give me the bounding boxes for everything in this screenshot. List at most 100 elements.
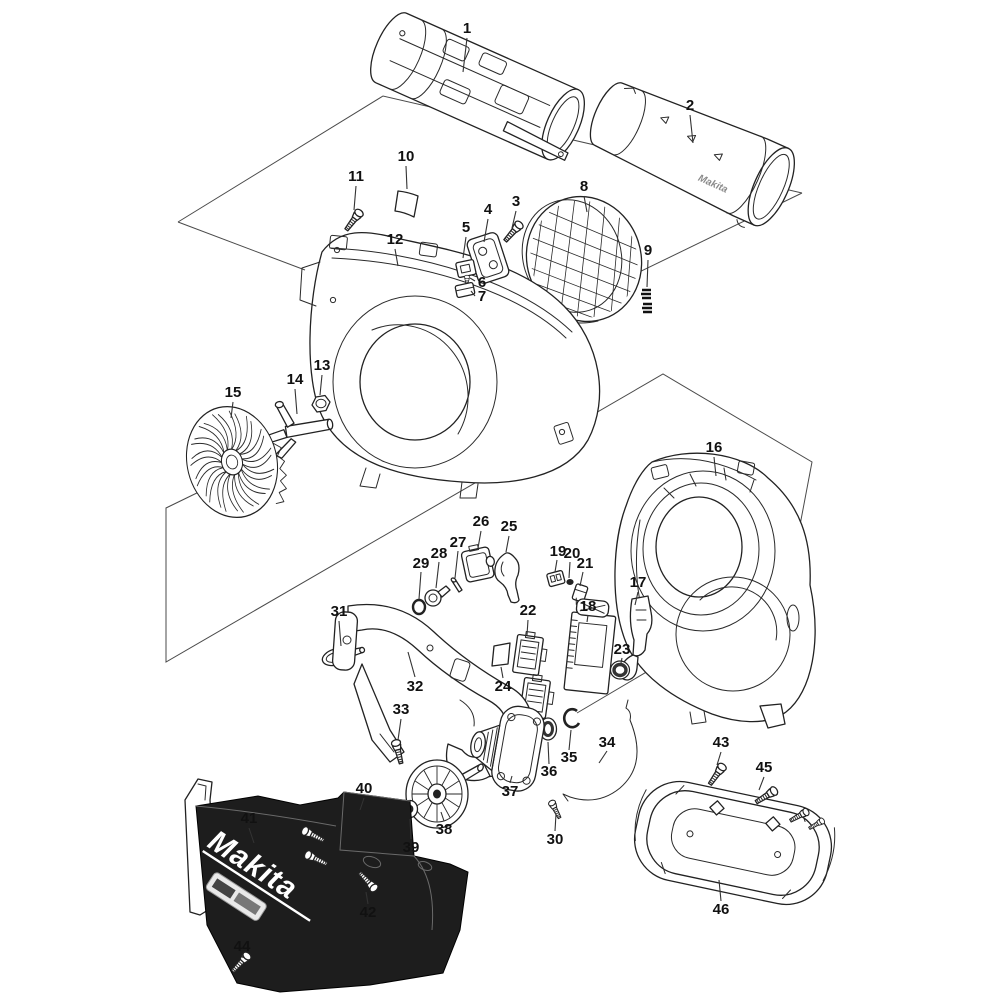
part-20-label: 20	[564, 545, 581, 562]
leader-26	[477, 530, 482, 549]
part-6-label: 6	[478, 274, 486, 291]
part-23-label: 23	[614, 641, 631, 658]
part-14-label: 14	[287, 371, 304, 388]
part-17-label: 17	[630, 574, 647, 591]
leader-9	[646, 259, 649, 288]
leader-24	[500, 666, 504, 679]
leader-19	[554, 559, 558, 573]
leader-40	[359, 797, 365, 811]
leader-5	[462, 236, 467, 259]
part-10-label: 10	[398, 148, 415, 165]
part-25-label: 25	[501, 518, 518, 535]
leader-30	[554, 813, 557, 832]
part-37-label: 37	[502, 783, 519, 800]
part-40-label: 40	[356, 780, 373, 797]
part-33-label: 33	[393, 701, 410, 718]
leader-46	[718, 879, 722, 902]
part-12-drawing	[299, 231, 601, 499]
leader-44	[241, 954, 244, 959]
part-5-drawing	[455, 259, 477, 278]
part-1-drawing	[370, 12, 586, 161]
part-23-drawing	[609, 660, 631, 680]
voltage-badge	[205, 872, 267, 921]
leader-10	[405, 165, 408, 190]
part-27-drawing	[450, 577, 463, 593]
part-4-drawing	[466, 232, 510, 284]
part-11-label: 11	[348, 168, 364, 185]
part-26-label: 26	[473, 513, 490, 530]
leader-15	[230, 401, 234, 419]
part-labels: 1 2 3 4 5 6 7 8 9 10 11 12 13 14 15 16 1…	[225, 20, 773, 959]
part-1-label: 1	[463, 20, 471, 37]
part-18-label: 18	[580, 598, 597, 615]
part-37-drawing	[470, 705, 545, 792]
part-2-label: 2	[686, 97, 694, 114]
leader-7	[470, 290, 476, 297]
part-24-label: 24	[495, 678, 512, 695]
part-31-label: 31	[331, 603, 348, 620]
leader-42	[365, 891, 369, 905]
leader-32	[407, 651, 416, 678]
part-18-drawing	[563, 598, 617, 695]
part-35-label: 35	[561, 749, 578, 766]
part-41-label: 41	[241, 810, 258, 827]
part-20-drawing	[566, 579, 574, 585]
leader-37	[509, 775, 513, 784]
part-7-label: 7	[478, 288, 486, 305]
part-26-drawing	[460, 544, 495, 583]
leader-35	[568, 729, 572, 751]
part-46-drawing	[633, 780, 836, 906]
leader-18	[586, 614, 589, 623]
part-35-drawing	[562, 707, 581, 729]
leader-11	[353, 185, 357, 211]
leader-27	[454, 550, 459, 579]
part-8-label: 8	[580, 178, 588, 195]
leader-29	[418, 571, 422, 600]
part-16-drawing	[614, 452, 816, 729]
part-19-label: 19	[550, 543, 567, 560]
part-45-label: 45	[756, 759, 773, 776]
part-44-label: 44	[234, 938, 251, 955]
part-15-label: 15	[225, 384, 242, 401]
leader-21	[579, 571, 584, 587]
leader-13	[319, 374, 323, 396]
part-7-drawing	[454, 281, 476, 299]
part-38-label: 38	[436, 821, 453, 838]
part-2-drawing: Makita	[589, 82, 795, 228]
leader-25	[505, 535, 510, 553]
part-39-label: 39	[403, 839, 420, 856]
leader-39	[409, 818, 412, 840]
part-41-drawing: Makita	[184, 778, 469, 993]
leader-12	[394, 248, 399, 267]
leader-33	[397, 718, 402, 741]
part-30-label: 30	[547, 831, 564, 848]
leader-23	[620, 657, 623, 664]
part-9-label: 9	[644, 242, 652, 259]
part-10-drawing	[394, 190, 419, 218]
leader-31	[338, 620, 342, 647]
part-9-drawing	[641, 288, 652, 314]
leader-17	[634, 591, 639, 606]
part-13-drawing	[311, 394, 331, 413]
part-28-label: 28	[431, 545, 448, 562]
part-43-label: 43	[713, 734, 730, 751]
part-36-label: 36	[541, 763, 558, 780]
part-29-label: 29	[413, 555, 430, 572]
part-38-drawing	[405, 759, 484, 829]
part-5-label: 5	[462, 219, 470, 236]
leader-22	[526, 619, 529, 636]
leader-14	[294, 388, 298, 415]
part-32-label: 32	[407, 678, 424, 695]
leader-8	[583, 195, 588, 213]
part-11-drawing	[342, 207, 366, 234]
part-15-drawing	[185, 405, 287, 519]
leader-2	[689, 114, 694, 144]
part-12-label: 12	[387, 231, 404, 248]
part-16-label: 16	[706, 439, 723, 456]
part-22-label: 22	[520, 602, 537, 619]
leader-43	[716, 751, 722, 766]
part-3-label: 3	[512, 193, 520, 210]
leader-3	[511, 210, 517, 229]
